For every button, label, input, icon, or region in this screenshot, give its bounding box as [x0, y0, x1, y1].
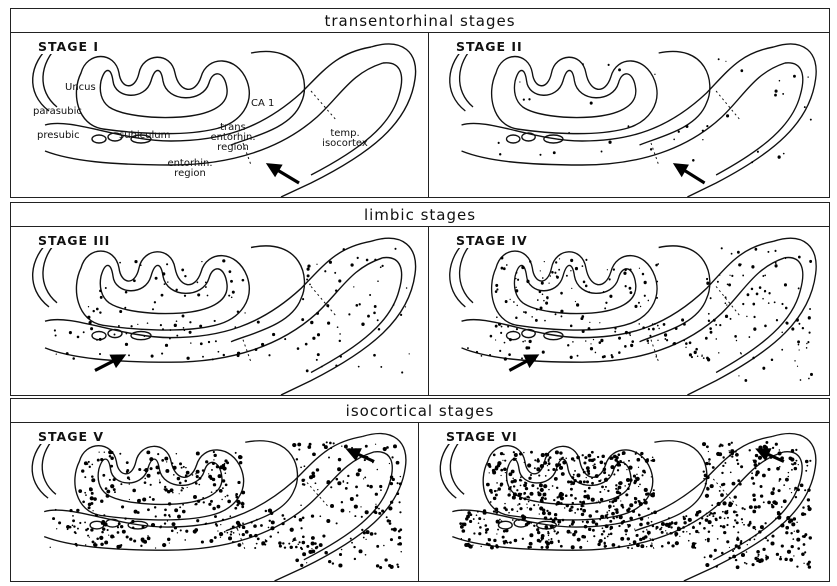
label-entorhin-region: entorhin. region: [161, 159, 219, 179]
row-band-isocortical: isocortical stages: [10, 398, 830, 423]
boundary-line: [311, 286, 337, 317]
arrow-icon: [95, 356, 123, 370]
isocortex-outer-outline: [281, 44, 416, 197]
subiculum-loop: [507, 331, 520, 339]
hilus-outline: [640, 246, 710, 342]
isocortex-inner-outline: [713, 452, 802, 560]
medial-outline: [440, 435, 458, 499]
hilus-outline: [640, 51, 710, 145]
isocortex-outer-outline: [281, 238, 416, 395]
arrow-icon: [676, 165, 705, 183]
boundary-line: [716, 286, 741, 317]
outline-group: [33, 44, 416, 197]
label-uncus: Uncus: [65, 83, 96, 93]
label-subiculum: subiculum: [119, 131, 170, 141]
subiculum-loop: [498, 521, 512, 529]
boundary-line: [304, 479, 329, 508]
label-trans-entorhin-region: trans entorhin. region: [207, 123, 259, 153]
stage-panel: STAGE I Uncus parasubic presubic subicul…: [10, 32, 430, 198]
isocortex-inner-outline: [311, 258, 402, 373]
stage-panel: STAGE IV: [428, 226, 830, 396]
isocortex-inner-outline: [311, 63, 402, 175]
medial-outline: [460, 45, 475, 107]
row-title: isocortical stages: [346, 402, 495, 420]
stage-label: STAGE II: [455, 39, 524, 54]
isocortex-inner-outline: [716, 63, 803, 175]
boundary-line: [311, 91, 337, 121]
isocortex-outer-outline: [687, 238, 816, 395]
outline-group: [450, 238, 816, 395]
outline-group: [450, 44, 816, 197]
subiculum-loop: [92, 331, 106, 339]
row-band-limbic: limbic stages: [10, 202, 830, 227]
stage-label: STAGE VI: [445, 429, 519, 444]
cornu-ammonis-outline: [76, 251, 249, 330]
hilus-outline: [231, 246, 304, 342]
stage-label: STAGE I: [37, 39, 100, 54]
lesion-stipple: [50, 441, 403, 569]
outline-group: [33, 238, 416, 395]
row-band-transentorhinal: transentorhinal stages: [10, 8, 830, 33]
arrow-icon: [269, 165, 299, 183]
stage-panel: STAGE V: [10, 422, 420, 582]
medial-outline: [460, 239, 475, 303]
stage-label: STAGE IV: [455, 233, 529, 248]
hilus-outline: [226, 441, 298, 531]
isocortex-inner-outline: [716, 258, 803, 373]
medial-outline: [33, 45, 51, 111]
medial-outline: [32, 435, 50, 499]
isocortex-outer-outline: [687, 44, 816, 197]
stage-panel: STAGE VI: [418, 422, 830, 582]
stage-panel: STAGE III: [10, 226, 430, 396]
hippocampus-drawing: [429, 227, 829, 395]
label-ca1: CA 1: [251, 99, 274, 109]
gyrus-lower-outline: [45, 258, 383, 362]
outline-group: [32, 434, 406, 581]
label-presubic: presubic: [37, 131, 80, 141]
hippocampus-drawing: [429, 33, 829, 197]
row-title: limbic stages: [364, 206, 476, 224]
stage-panel: STAGE II: [428, 32, 830, 198]
medial-outline: [43, 45, 59, 107]
label-temp-isocortex: temp. isocortex: [315, 129, 375, 149]
isocortex-inner-outline: [304, 452, 392, 560]
gyrus-lower-outline: [462, 258, 785, 362]
row-title: transentorhinal stages: [324, 12, 515, 30]
hippocampus-drawing: [11, 227, 429, 395]
arrow-icon: [349, 450, 374, 462]
medial-outline: [450, 45, 468, 111]
gyrus-lower-outline: [452, 452, 784, 550]
gyrus-lower-outline: [462, 63, 785, 165]
label-parasubic: parasubic: [33, 107, 82, 117]
outline-group: [440, 434, 816, 581]
stage-label: STAGE III: [37, 233, 111, 248]
medial-outline: [43, 239, 59, 303]
hippocampus-drawing: [419, 423, 829, 581]
hippocampus-drawing: [11, 423, 419, 581]
medial-outline: [33, 239, 51, 307]
cornu-ammonis-outline: [492, 57, 657, 134]
subiculum-loop: [507, 135, 520, 143]
subiculum-loop: [92, 135, 106, 143]
stage-label: STAGE V: [37, 429, 105, 444]
hilus-outline: [635, 441, 707, 531]
medial-outline: [450, 239, 468, 307]
